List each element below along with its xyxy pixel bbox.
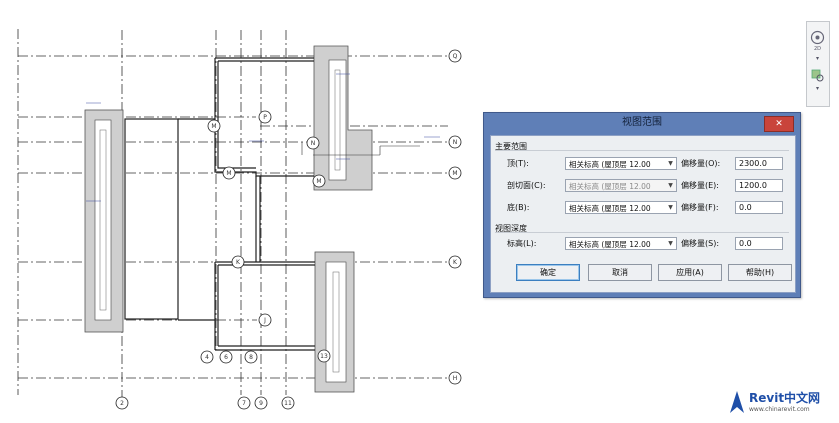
grid-label-m-left: M — [211, 123, 216, 130]
bottom-label: 底(B): — [507, 203, 530, 212]
chevron-down-icon: ▼ — [668, 160, 673, 167]
leader-lines — [301, 142, 420, 156]
grid-label-6: 6 — [224, 354, 228, 361]
grid-label-4: 4 — [205, 354, 209, 361]
grid-label-k-left: K — [236, 259, 241, 266]
depth-level-value: 相关标高 (屋顶层 12.00 — [569, 240, 651, 249]
dialog-title: 视图范围 — [622, 117, 662, 128]
view-depth-group-title: 视图深度 — [495, 224, 527, 233]
group-divider — [495, 150, 789, 151]
cut-plane-offset-input[interactable]: 1200.0 — [735, 179, 783, 192]
cut-plane-value: 相关标高 (屋顶层 12.00 — [569, 182, 651, 191]
top-level-select[interactable]: 相关标高 (屋顶层 12.00 ▼ — [565, 157, 677, 170]
grid-label-9: 9 — [259, 400, 263, 407]
help-button[interactable]: 帮助(H) — [728, 264, 792, 281]
depth-level-label: 标高(L): — [507, 239, 537, 248]
grid-label-n: N — [453, 139, 458, 146]
bottom-offset-label: 偏移量(F): — [681, 203, 719, 212]
depth-level-select[interactable]: 相关标高 (屋顶层 12.00 ▼ — [565, 237, 677, 250]
grid-label-8: 8 — [249, 354, 253, 361]
grid-label-p: P — [263, 114, 267, 121]
group-divider-2 — [495, 232, 789, 233]
grid-label-7: 7 — [242, 400, 246, 407]
grid-label-m-center: M — [226, 170, 231, 177]
navigation-bar: 2D ▾ ▾ — [806, 21, 830, 107]
logo-brand: Revit中文网 — [749, 391, 821, 405]
primary-range-group-title: 主要范围 — [495, 142, 527, 151]
chevron-down-icon: ▼ — [668, 240, 673, 247]
apply-button[interactable]: 应用(A) — [658, 264, 722, 281]
top-offset-label: 偏移量(O): — [681, 159, 721, 168]
grid-bubbles — [115, 49, 462, 410]
nav-label-2d: 2D — [813, 46, 822, 52]
grid-label-k: K — [453, 259, 458, 266]
top-offset-input[interactable]: 2300.0 — [735, 157, 783, 170]
cut-plane-label: 剖切面(C): — [507, 181, 546, 190]
grid-label-11: 11 — [284, 400, 292, 407]
cut-plane-offset-label: 偏移量(E): — [681, 181, 719, 190]
depth-offset-label: 偏移量(S): — [681, 239, 720, 248]
cancel-button[interactable]: 取消 — [588, 264, 652, 281]
close-button[interactable]: ✕ — [764, 116, 794, 132]
chevron-down-icon-2[interactable]: ▾ — [815, 85, 819, 92]
zoom-region-icon[interactable] — [810, 68, 825, 86]
grid-label-j: J — [263, 317, 266, 324]
grid-label-2: 2 — [120, 400, 124, 407]
grid-lines — [17, 29, 449, 398]
logo-mark-icon — [730, 391, 744, 413]
grid-label-13: 13 — [320, 353, 328, 360]
logo-url: www.chinarevit.com — [749, 406, 810, 413]
grid-label-m-right: M — [452, 170, 457, 177]
building-walls — [124, 57, 315, 351]
chevron-down-icon: ▼ — [668, 204, 673, 211]
ok-button[interactable]: 确定 — [516, 264, 580, 281]
bottom-level-value: 相关标高 (屋顶层 12.00 — [569, 204, 651, 213]
cut-plane-select[interactable]: 相关标高 (屋顶层 12.00 ▼ — [565, 179, 677, 192]
bottom-level-select[interactable]: 相关标高 (屋顶层 12.00 ▼ — [565, 201, 677, 214]
wall-regions — [84, 45, 373, 393]
grid-bubble-labels: Q P M N N M M M K K J H 2 4 6 8 7 9 11 1… — [120, 53, 458, 407]
steering-wheel-icon[interactable] — [810, 30, 825, 48]
chevron-down-icon: ▼ — [668, 182, 673, 189]
grid-label-m-wall: M — [316, 178, 321, 185]
grid-label-q: Q — [453, 53, 458, 60]
bottom-offset-input[interactable]: 0.0 — [735, 201, 783, 214]
depth-offset-input[interactable]: 0.0 — [735, 237, 783, 250]
top-label: 顶(T): — [507, 159, 529, 168]
revit-logo: Revit中文网 www.chinarevit.com — [727, 387, 837, 421]
top-level-value: 相关标高 (屋顶层 12.00 — [569, 160, 651, 169]
grid-label-n-wall: N — [311, 140, 316, 147]
grid-label-h: H — [453, 375, 458, 382]
chevron-down-icon[interactable]: ▾ — [815, 55, 819, 62]
annotation-marks — [86, 73, 440, 202]
view-range-dialog: 视图范围 ✕ 主要范围 顶(T): 相关标高 (屋顶层 12.00 ▼ 偏移量(O… — [483, 112, 801, 298]
